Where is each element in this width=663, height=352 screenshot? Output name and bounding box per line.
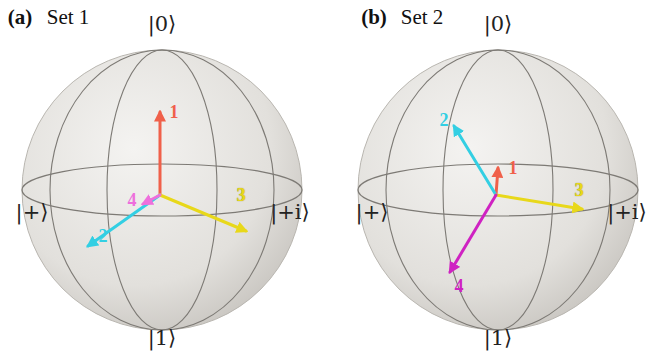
sphere-body bbox=[22, 50, 302, 330]
vector-number: 1 bbox=[509, 159, 518, 177]
panel-letter: (b) bbox=[361, 7, 387, 28]
meridian bbox=[443, 50, 553, 330]
vector-number: 3 bbox=[237, 186, 246, 204]
state-vector bbox=[450, 195, 496, 272]
state-label: |1⟩ bbox=[484, 328, 513, 349]
state-vector bbox=[496, 168, 498, 195]
vector-number: 4 bbox=[455, 277, 464, 295]
sphere-body bbox=[358, 50, 638, 330]
panel-title: Set 1 bbox=[47, 7, 90, 28]
state-vector bbox=[496, 195, 582, 209]
vector-number: 4 bbox=[128, 191, 137, 209]
bloch-sphere bbox=[358, 50, 638, 330]
equator bbox=[22, 164, 302, 216]
panel-letter: (a) bbox=[8, 7, 33, 28]
state-label: |+⟩ bbox=[16, 202, 49, 223]
state-label: |0⟩ bbox=[484, 14, 513, 35]
state-vector bbox=[160, 195, 246, 231]
vector-number: 1 bbox=[170, 103, 179, 121]
state-vector bbox=[454, 126, 496, 195]
meridian bbox=[107, 50, 217, 330]
state-vector bbox=[143, 195, 160, 204]
state-label: |+i⟩ bbox=[607, 202, 647, 223]
state-label: |1⟩ bbox=[148, 328, 177, 349]
state-vector bbox=[88, 195, 160, 246]
vector-number: 3 bbox=[575, 181, 584, 199]
vector-number: 2 bbox=[440, 111, 449, 129]
bloch-sphere bbox=[22, 50, 302, 330]
equator bbox=[358, 164, 638, 216]
meridian bbox=[50, 50, 274, 330]
vector-number: 2 bbox=[99, 227, 108, 245]
state-label: |+⟩ bbox=[356, 202, 389, 223]
state-vector bbox=[159, 112, 162, 195]
state-label: |+i⟩ bbox=[270, 202, 310, 223]
meridian bbox=[386, 50, 610, 330]
panel-title: Set 2 bbox=[401, 7, 444, 28]
state-label: |0⟩ bbox=[148, 14, 177, 35]
